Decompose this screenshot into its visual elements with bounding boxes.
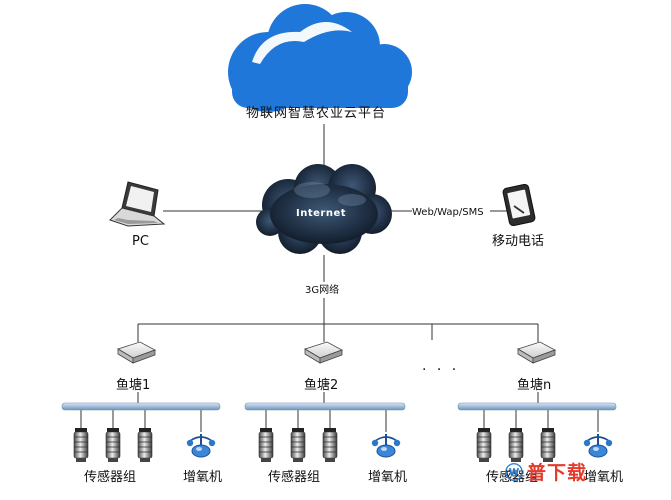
pond-name: 鱼塘1 — [116, 378, 151, 393]
aerator-icon — [582, 433, 614, 458]
aerator-label: 增氧机 — [368, 470, 408, 485]
sensor-group-label: 传感器组 — [84, 470, 137, 485]
router-icon — [117, 341, 156, 364]
sensor-icon — [508, 427, 524, 463]
mobile-phone-icon — [502, 183, 536, 227]
sensor-icon — [73, 427, 89, 463]
laptop-icon — [109, 181, 166, 227]
pond-bus — [61, 402, 617, 411]
aerator-icon — [370, 433, 402, 458]
sensor-icon — [476, 427, 492, 463]
router-icon — [517, 341, 556, 364]
aerator-icon — [185, 433, 217, 458]
sensor-icon — [137, 427, 153, 463]
sensor-group-label: 传感器组 — [268, 470, 321, 485]
cloud-highlight — [252, 22, 352, 64]
watermark-icon: ⓦ — [505, 463, 523, 484]
pc-label: PC — [132, 234, 149, 249]
sensor-icon — [322, 427, 338, 463]
watermark-text: 普下载 — [527, 462, 588, 484]
sensor-icon — [105, 427, 121, 463]
network-label: 3G网络 — [305, 285, 340, 296]
aerator-label: 增氧机 — [584, 470, 624, 485]
sensor-group-label: 传感器组 — [486, 470, 539, 485]
web-wap-sms-label: Web/Wap/SMS — [412, 207, 484, 218]
sensor-icon — [290, 427, 306, 463]
sensor-icon — [258, 427, 274, 463]
connection-lines — [80, 124, 599, 432]
internet-label: Internet — [296, 208, 347, 219]
sensor-icon — [540, 427, 556, 463]
router-icon — [304, 341, 343, 364]
platform-label: 物联网智慧农业云平台 — [246, 106, 387, 121]
pond-name: 鱼塘2 — [304, 378, 339, 393]
cloud-platform-icon — [228, 4, 412, 112]
internet-cloud-icon — [256, 164, 392, 254]
mobile-label: 移动电话 — [492, 234, 545, 249]
pond-name: 鱼塘n — [517, 378, 552, 393]
aerator-label: 增氧机 — [183, 470, 223, 485]
ellipsis: . . . — [422, 358, 460, 374]
